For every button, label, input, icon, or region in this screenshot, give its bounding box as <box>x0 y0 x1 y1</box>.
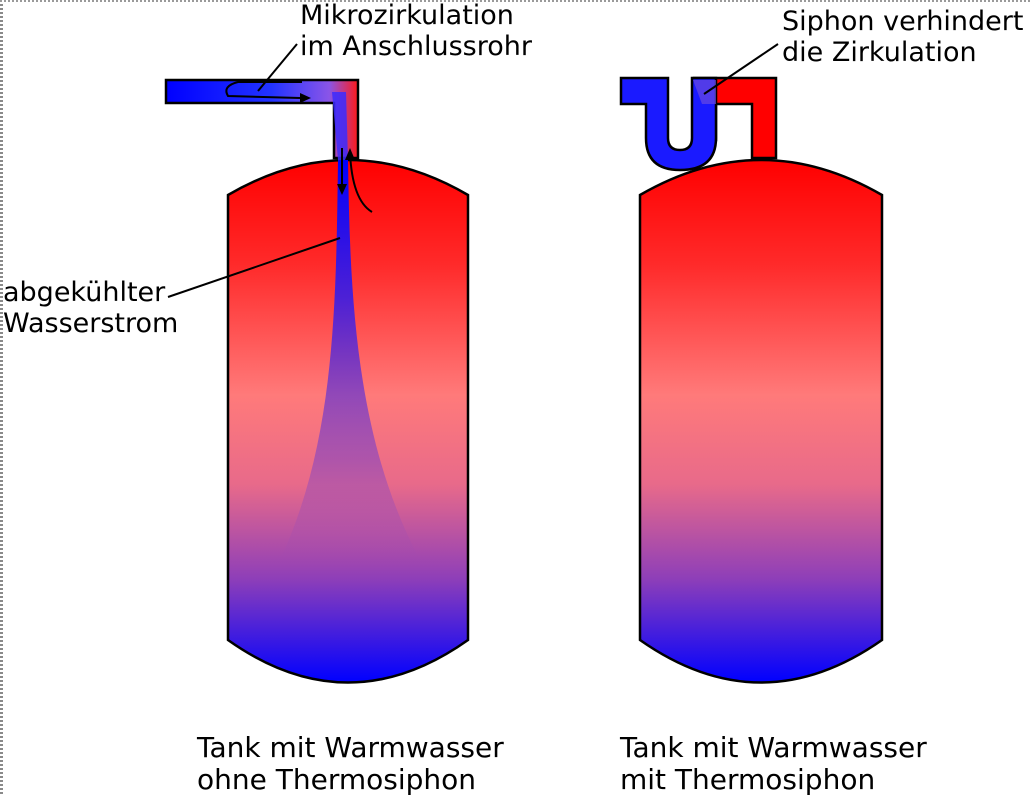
leader-siphon <box>703 43 779 95</box>
microcirculation-arrow-loop <box>225 81 302 99</box>
label-cooled-stream-line1: abgekühlter <box>3 277 166 308</box>
label-siphon: Siphon verhindert die Zirkulation <box>782 6 1023 68</box>
leader-cooled-stream <box>167 237 341 298</box>
caption-tank-left-line1: Tank mit Warmwasser <box>197 731 504 764</box>
connection-pipe-horizontal <box>164 78 360 160</box>
label-microcirculation-line2: im Anschlussrohr <box>300 31 532 63</box>
siphon-pipe-u-bend <box>619 76 718 172</box>
leader-microcirculation <box>257 43 298 92</box>
arrowhead-down <box>337 184 347 195</box>
arrowhead-up <box>345 148 355 160</box>
screenshot-border-top <box>0 0 1030 2</box>
caption-tank-right-line1: Tank mit Warmwasser <box>620 731 927 764</box>
label-cooled-stream-line2: Wasserstrom <box>3 308 179 340</box>
caption-tank-left-line2: ohne Thermosiphon <box>197 763 477 796</box>
caption-tank-right-line2: mit Thermosiphon <box>620 763 876 796</box>
label-cooled-stream: abgekühlter Wasserstrom <box>3 277 178 339</box>
label-microcirculation-line1: Mikrozirkulation <box>300 0 514 31</box>
caption-tank-right: Tank mit Warmwasser mit Thermosiphon <box>620 731 927 796</box>
label-siphon-line2: die Zirkulation <box>782 37 977 69</box>
upflow-arrow <box>349 151 373 213</box>
siphon-transition <box>693 80 716 104</box>
label-siphon-line1: Siphon verhindert <box>782 6 1024 37</box>
tank-right-body <box>638 158 884 684</box>
label-microcirculation: Mikrozirkulation im Anschlussrohr <box>300 0 532 62</box>
cold-water-plume <box>280 160 420 560</box>
screenshot-border-left <box>0 0 3 795</box>
cold-return-flow <box>332 92 348 160</box>
caption-tank-left: Tank mit Warmwasser ohne Thermosiphon <box>197 731 504 796</box>
arrowhead-right <box>300 93 311 103</box>
